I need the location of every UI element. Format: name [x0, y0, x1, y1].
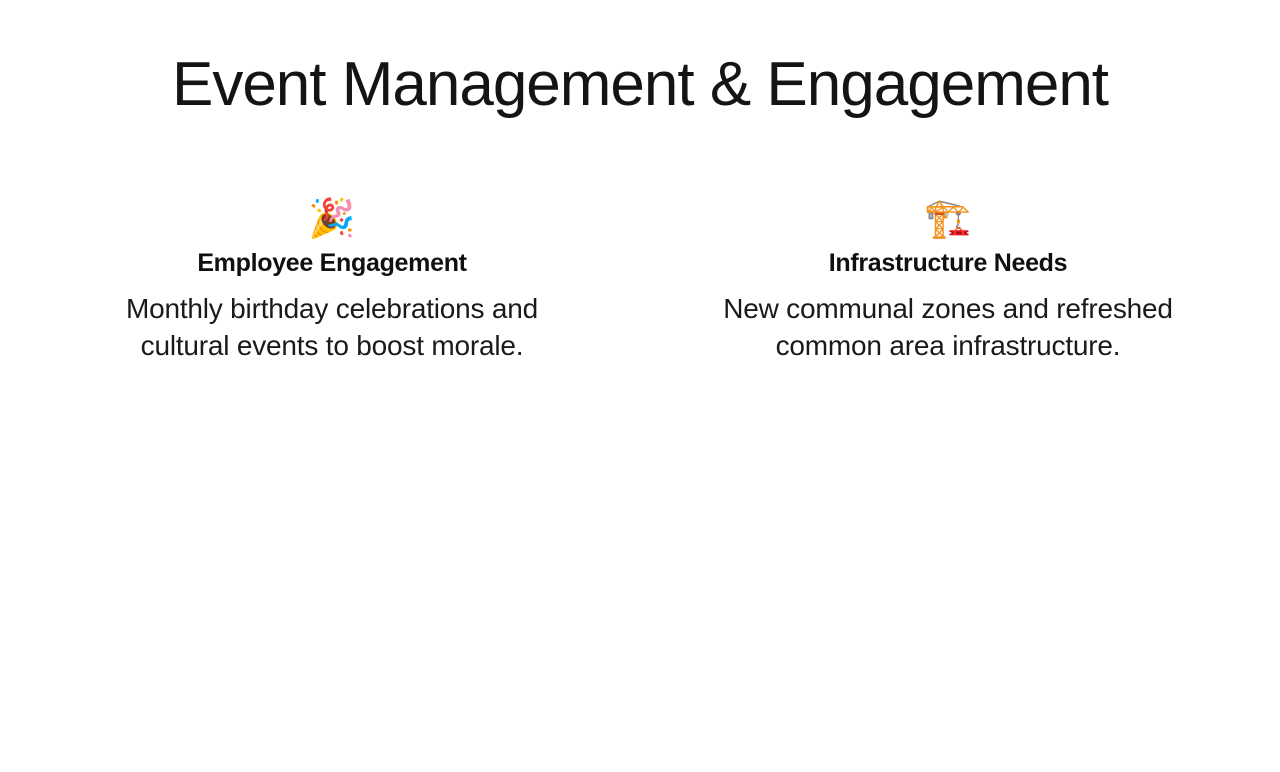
column-employee-engagement: 🎉 Employee Engagement Monthly birthday c…: [87, 195, 577, 364]
column-body-text: Monthly birthday celebrations and cultur…: [125, 293, 539, 362]
two-column-layout: 🎉 Employee Engagement Monthly birthday c…: [0, 195, 1280, 364]
building-construction-crane-icon: 🏗️: [924, 198, 972, 241]
slide: Event Management & Engagement 🎉 Employee…: [0, 52, 1280, 772]
column-body-text: New communal zones and refreshed common …: [723, 293, 1173, 362]
slide-title: Event Management & Engagement: [171, 50, 1109, 119]
column-heading: Employee Engagement: [197, 249, 467, 278]
column-infrastructure-needs: 🏗️ Infrastructure Needs New communal zon…: [703, 195, 1193, 364]
party-popper-icon: 🎉: [308, 198, 356, 241]
column-heading: Infrastructure Needs: [828, 249, 1068, 278]
